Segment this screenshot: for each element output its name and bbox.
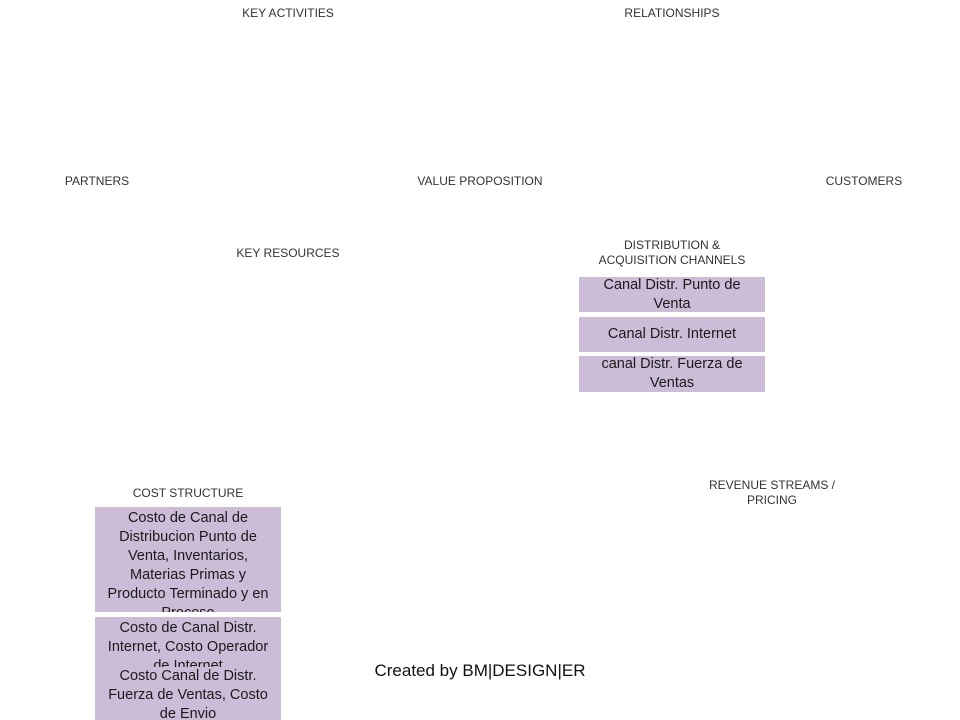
customers-label: CUSTOMERS	[825, 174, 903, 188]
revenue-streams-label-line1: REVENUE STREAMS /	[708, 478, 836, 492]
cost-note-sales-force[interactable]: Costo Canal de Distr. Fuerza de Ventas, …	[95, 667, 281, 720]
revenue-streams-label-line2: PRICING	[746, 493, 797, 507]
cost-note-internet[interactable]: Costo de Canal Distr. Internet, Costo Op…	[95, 617, 281, 672]
cost-structure-label: COST STRUCTURE	[132, 486, 244, 500]
distribution-note-point-of-sale[interactable]: Canal Distr. Punto de Venta	[579, 277, 765, 312]
created-by-footer: Created by BM|DESIGN|ER	[374, 661, 586, 680]
distribution-channels-label: DISTRIBUTION & ACQUISITION CHANNELS	[572, 238, 772, 268]
distribution-label-line2: ACQUISITION CHANNELS	[598, 253, 746, 267]
key-resources-label: KEY RESOURCES	[236, 246, 340, 260]
distribution-note-sales-force[interactable]: canal Distr. Fuerza de Ventas	[579, 356, 765, 392]
relationships-label: RELATIONSHIPS	[624, 6, 720, 20]
revenue-streams-label: REVENUE STREAMS / PRICING	[672, 478, 872, 508]
distribution-label-line1: DISTRIBUTION &	[623, 238, 720, 252]
distribution-note-internet[interactable]: Canal Distr. Internet	[579, 317, 765, 352]
value-proposition-label: VALUE PROPOSITION	[417, 174, 543, 188]
cost-note-point-of-sale[interactable]: Costo de Canal de Distribucion Punto de …	[95, 507, 281, 612]
partners-label: PARTNERS	[64, 174, 130, 188]
key-activities-label: KEY ACTIVITIES	[242, 6, 334, 20]
